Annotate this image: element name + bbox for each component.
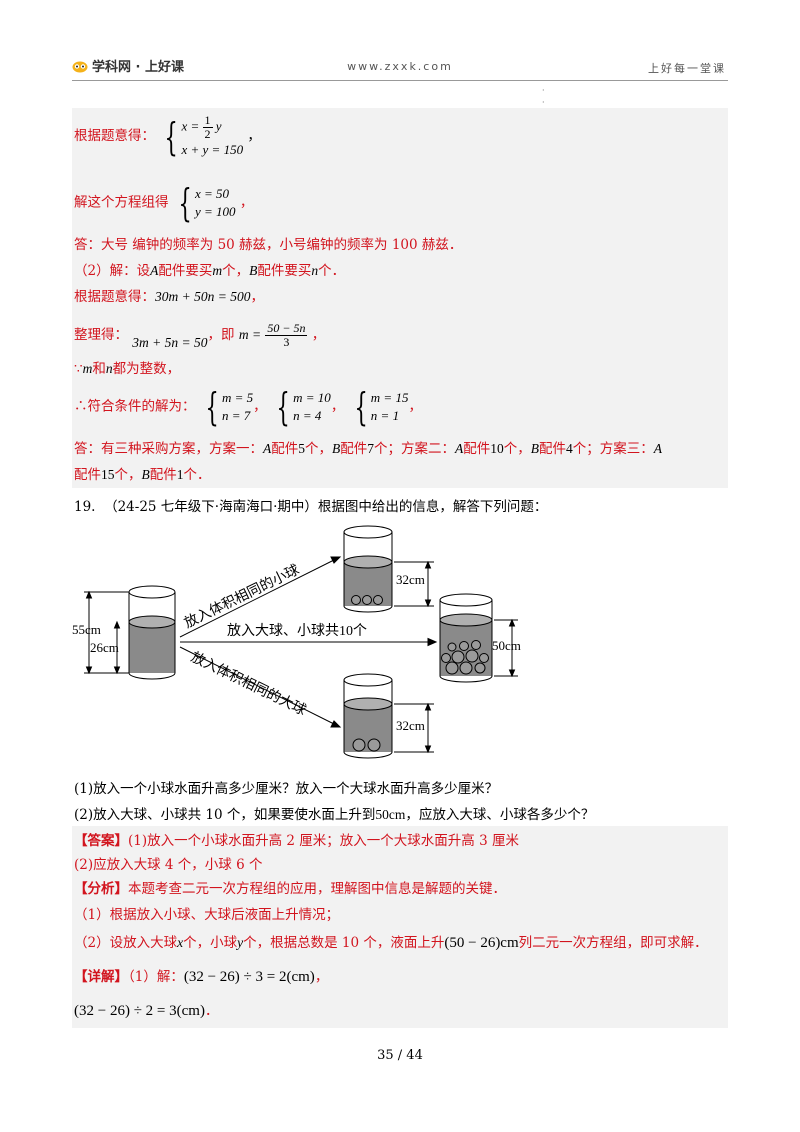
solution-line: ∵m和n都为整数， — [74, 361, 181, 377]
solution-block — [72, 108, 728, 488]
dimension-32-bottom — [394, 702, 434, 754]
label-32-top: 32cm — [396, 572, 425, 587]
brand-logo: 学科网 · 上好课 — [72, 56, 184, 75]
label-26: 26cm — [90, 640, 119, 655]
answer-line: 答：大号 编钟的频率为 50 赫兹，小号编钟的频率为 100 赫兹． — [74, 237, 463, 253]
answer-line: 【答案】(1)放入一个小球水面升高 2 厘米；放入一个大球水面升高 3 厘米 — [74, 833, 519, 849]
question-source: （24-25 七年级下·海南海口·期中）根据图中给出的信息，解答下列问题： — [104, 499, 548, 515]
cylinder-small-balls — [343, 525, 393, 613]
eq-row: x + y = 150 — [181, 142, 244, 157]
question-title: 19. （24-25 七年级下·海南海口·期中）根据图中给出的信息，解答下列问题… — [74, 498, 547, 516]
dimension-50 — [494, 618, 518, 678]
cylinder-mixed-balls — [439, 593, 493, 683]
header-divider — [72, 80, 728, 81]
frac-num: 1 — [202, 113, 213, 128]
solution-line: 根据题意得：30m + 50n = 500， — [74, 289, 264, 305]
arrow-bottom-text: 放入体积相同的大球 — [188, 649, 308, 719]
dimension-32-top — [394, 560, 434, 608]
owl-logo-icon — [72, 61, 88, 72]
frac-den: 2 — [204, 127, 211, 141]
label-50: 50cm — [492, 638, 521, 653]
analysis-step: （2）设放入大球x个，小球y个，根据总数是 10 个，液面上升(50 − 26)… — [74, 935, 708, 951]
eq-var: y — [215, 118, 222, 134]
answer-line: (2)应放入大球 4 个，小球 6 个 — [74, 857, 263, 873]
label: 解这个方程组得 — [74, 194, 169, 211]
cylinder-big-balls — [343, 673, 393, 759]
solution-line: （2）解：设A配件要买m个，B配件要买n个． — [74, 263, 346, 279]
dot-mark: · — [542, 86, 545, 95]
page-number: 35 / 44 — [377, 1048, 423, 1063]
label: 根据题意得： — [74, 128, 155, 144]
arrows — [179, 556, 438, 728]
eq-row: y = 100 — [194, 204, 236, 219]
solution-line: 解这个方程组得 { x = 50 y = 100 ， — [74, 181, 254, 225]
question-part-2: (2)放入大球、小球共 10 个，如果要使水面上升到50cm，应放入大球、小球各… — [74, 807, 595, 823]
dimension-55 — [84, 590, 129, 675]
label-32-bottom: 32cm — [396, 718, 425, 733]
eq-row: x = 50 — [194, 186, 230, 201]
equation-system: { x = 50 y = 100 — [178, 181, 236, 225]
analysis-line: 【分析】本题考查二元一次方程组的应用，理解图中信息是解题的关键． — [74, 881, 506, 897]
answer-block — [72, 826, 728, 1028]
dot-mark: · — [542, 98, 545, 107]
cylinder-figure: 55cm 26cm 放入体积相同的小球 放入大球、小球共10个 放入体积相同的大… — [72, 525, 521, 759]
question-part-1: (1)放入一个小球水面升高多少厘米？放入一个大球水面升高多少厘米？ — [74, 781, 499, 797]
answer-line: 答：有三种采购方案，方案一：A配件5个，B配件7个；方案二：A配件10个，B配件… — [74, 441, 662, 457]
page-header: 学科网 · 上好课 www.zxxk.com 上好每一堂课 — [0, 0, 800, 81]
question-number: 19. — [74, 499, 96, 515]
detail-line: (32 − 26) ÷ 2 = 3(cm)． — [74, 1003, 219, 1019]
logo-text: 学科网 · 上好课 — [92, 60, 184, 75]
arrow-top-text: 放入体积相同的小球 — [182, 562, 302, 632]
analysis-step: （1）根据放入小球、大球后液面上升情况； — [74, 907, 340, 923]
cylinder-initial — [128, 585, 176, 680]
detail-line: 【详解】（1）解：(32 − 26) ÷ 3 = 2(cm)， — [74, 969, 329, 985]
site-url: www.zxxk.com — [347, 60, 453, 73]
arrow-mid-text: 放入大球、小球共10个 — [227, 623, 367, 639]
eq-lhs: x = — [181, 118, 200, 134]
answer-line: 配件15个，B配件1个． — [74, 467, 211, 483]
dimension-26 — [113, 620, 121, 675]
label-55: 55cm — [72, 622, 101, 637]
header-slogan: 上好每一堂课 — [648, 62, 726, 75]
